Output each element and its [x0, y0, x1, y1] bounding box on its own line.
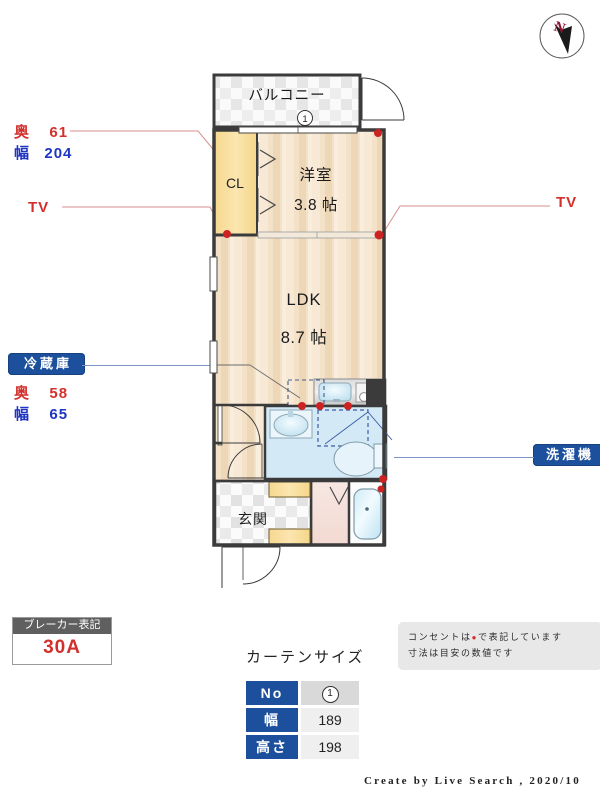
- fridge-width-annotation: 幅 65: [14, 403, 68, 424]
- closet-width-annotation: 幅 204: [14, 142, 72, 163]
- entrance-area: 玄関: [213, 479, 313, 588]
- breaker-value: 30A: [43, 637, 81, 658]
- curtain-row-key: 幅: [246, 708, 298, 732]
- svg-text:N: N: [552, 19, 568, 38]
- outlet-markers: [223, 129, 387, 493]
- tv-right-leader-line: [380, 205, 550, 239]
- note-line-2: 寸法は目安の数値です: [408, 648, 515, 659]
- curtain-size-title: カーテンサイズ: [246, 649, 365, 666]
- footer-credit: Create by Live Search , 2020/10: [364, 775, 581, 787]
- ldk-size: 8.7 帖: [281, 328, 328, 347]
- washer-leader-line: [394, 457, 534, 458]
- fridge-leader-line: [82, 365, 220, 366]
- table-row: 高さ 198: [246, 735, 359, 759]
- fridge-width-value: 65: [49, 406, 69, 423]
- breaker-title: ブレーカー表記: [13, 618, 111, 634]
- balcony-label: バルコニー: [248, 88, 325, 104]
- ldk-label: LDK: [286, 291, 321, 309]
- closet-depth-value: 61: [49, 124, 69, 141]
- curtain-row-key: 高さ: [246, 735, 298, 759]
- table-row: 幅 189: [246, 708, 359, 732]
- table-row: No 1: [246, 681, 359, 705]
- balcony-area: バルコニー 1: [212, 73, 405, 129]
- curtain-row-value: 1: [301, 681, 359, 705]
- note-line1-pre: コンセントは: [408, 632, 472, 642]
- curtain-row-value: 198: [301, 735, 359, 759]
- outlet-dot-icon: ●: [471, 633, 479, 642]
- fridge-depth-annotation: 奥 58: [14, 382, 68, 403]
- curtain-window-number: 1: [321, 686, 339, 703]
- sliding-door: [257, 231, 377, 239]
- compass-rose: N: [534, 8, 590, 64]
- floor-plan: バルコニー 1 CL 洋室 3.8 帖 LDK 8.7 帖: [209, 73, 405, 588]
- closet-width-value: 204: [44, 145, 73, 162]
- fridge-depth-key: 奥: [14, 385, 31, 402]
- closet-depth-key: 奥: [14, 124, 31, 141]
- fridge-label: 冷蔵庫: [8, 353, 85, 375]
- western-room-size: 3.8 帖: [294, 196, 338, 214]
- curtain-size-table: No 1 幅 189 高さ 198: [243, 678, 362, 762]
- western-room-area: 洋室 3.8 帖: [294, 166, 338, 214]
- fridge-width-key: 幅: [14, 406, 31, 423]
- curtain-row-key: No: [246, 681, 298, 705]
- washer-label: 洗濯機: [533, 444, 600, 466]
- tv-right-label: TV: [556, 194, 578, 211]
- closet-depth-annotation: 奥 61: [14, 121, 68, 142]
- note-line1-post: で表記しています: [478, 632, 563, 642]
- washroom-area: [263, 379, 393, 481]
- curtain-row-value: 189: [301, 708, 359, 732]
- legend-note: コンセントは●で表記しています 寸法は目安の数値です: [398, 622, 600, 670]
- note-line-1: コンセントは●で表記しています: [408, 629, 594, 645]
- closet-label: CL: [226, 175, 244, 191]
- balcony-window-number: 1: [302, 114, 307, 125]
- tv-left-label: TV: [28, 199, 50, 216]
- ldk-area: LDK 8.7 帖: [281, 291, 328, 347]
- windows: [209, 126, 358, 374]
- breaker-box: ブレーカー表記 30A: [12, 617, 112, 665]
- fridge-depth-value: 58: [49, 385, 69, 402]
- closet-width-key: 幅: [14, 145, 31, 162]
- western-room-label: 洋室: [299, 166, 332, 184]
- interior-doors: [217, 404, 264, 479]
- entrance-label: 玄関: [238, 511, 268, 527]
